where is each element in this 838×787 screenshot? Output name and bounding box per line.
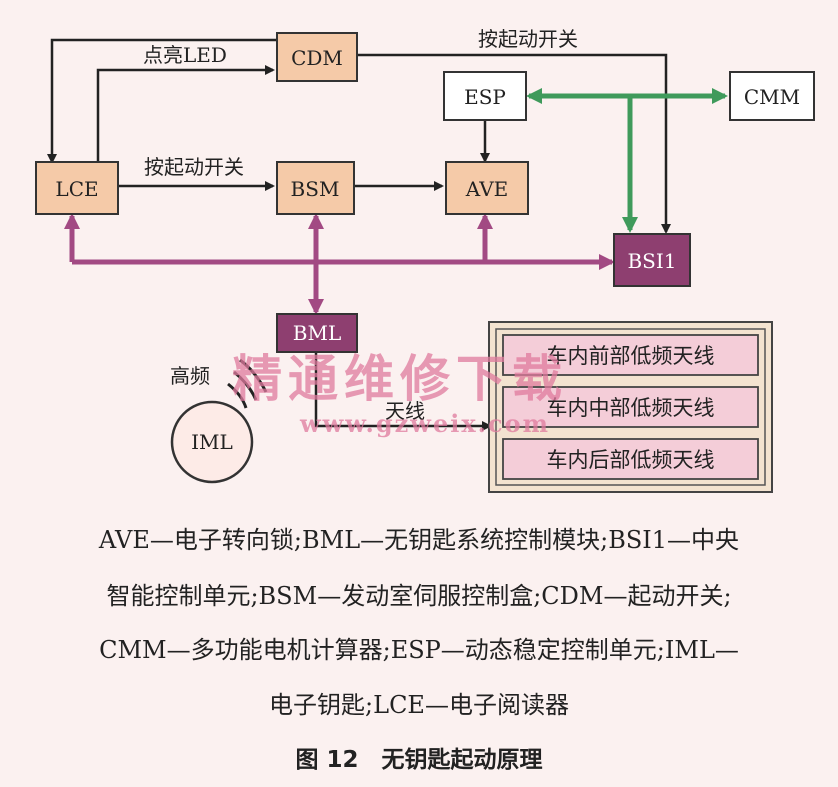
legend-line-1: AVE—电子转向锁;BML—无钥匙系统控制模块;BSI1—中央 — [98, 526, 740, 554]
node-esp-label: ESP — [464, 85, 506, 109]
watermark-url: www.gzweix.com — [299, 409, 550, 438]
legend-line-2: 智能控制单元;BSM—发动室伺服控制盒;CDM—起动开关; — [106, 582, 732, 610]
antenna-row-3: 车内后部低频天线 — [502, 438, 759, 480]
green-connectors — [526, 88, 728, 233]
node-esp: ESP — [443, 71, 527, 121]
label-high-freq: 高频 — [170, 364, 210, 388]
antenna-row-2: 车内中部低频天线 — [502, 386, 759, 428]
antenna-label-3: 车内后部低频天线 — [547, 448, 715, 472]
node-lce: LCE — [35, 161, 119, 215]
arrow-lce-to-cdm — [96, 65, 275, 162]
node-bml-label: BML — [293, 321, 341, 345]
node-iml-label: IML — [191, 430, 233, 454]
node-bsm-label: BSM — [291, 177, 340, 201]
label-antenna: 天线 — [385, 399, 425, 423]
legend-line-3: CMM—多功能电机计算器;ESP—动态稳定控制单元;IML— — [99, 636, 739, 664]
node-cdm: CDM — [276, 32, 358, 82]
label-start-switch-mid: 按起动开关 — [144, 155, 244, 179]
node-cmm: CMM — [729, 71, 815, 121]
arrow-cdm-to-lce — [47, 38, 277, 164]
arrow-cdm-to-bsi1 — [357, 53, 671, 234]
line-bml-to-antennas — [314, 352, 492, 431]
node-cdm-label: CDM — [291, 46, 343, 70]
antenna-row-1: 车内前部低频天线 — [502, 334, 759, 376]
label-start-switch-top: 按起动开关 — [478, 27, 578, 51]
node-bsm: BSM — [276, 161, 355, 215]
node-bsi1: BSI1 — [613, 233, 691, 287]
node-ave: AVE — [445, 161, 529, 215]
watermark: 精通维修下载 www.gzweix.com — [232, 349, 568, 438]
figure-title: 图 12 无钥匙起动原理 — [295, 747, 543, 773]
radio-waves-icon — [227, 358, 268, 409]
black-connectors — [47, 38, 671, 234]
node-lce-label: LCE — [55, 177, 98, 201]
legend-line-4: 电子钥匙;LCE—电子阅读器 — [269, 691, 569, 719]
antenna-label-1: 车内前部低频天线 — [547, 344, 715, 368]
node-bml: BML — [276, 313, 358, 353]
node-iml: IML — [170, 400, 254, 484]
purple-connectors — [64, 213, 615, 315]
node-cmm-label: CMM — [744, 85, 800, 109]
node-bsi1-label: BSI1 — [627, 249, 676, 273]
label-light-led: 点亮LED — [143, 43, 227, 67]
antenna-label-2: 车内中部低频天线 — [547, 396, 715, 420]
watermark-text: 精通维修下载 — [232, 349, 568, 408]
node-ave-label: AVE — [465, 177, 509, 201]
